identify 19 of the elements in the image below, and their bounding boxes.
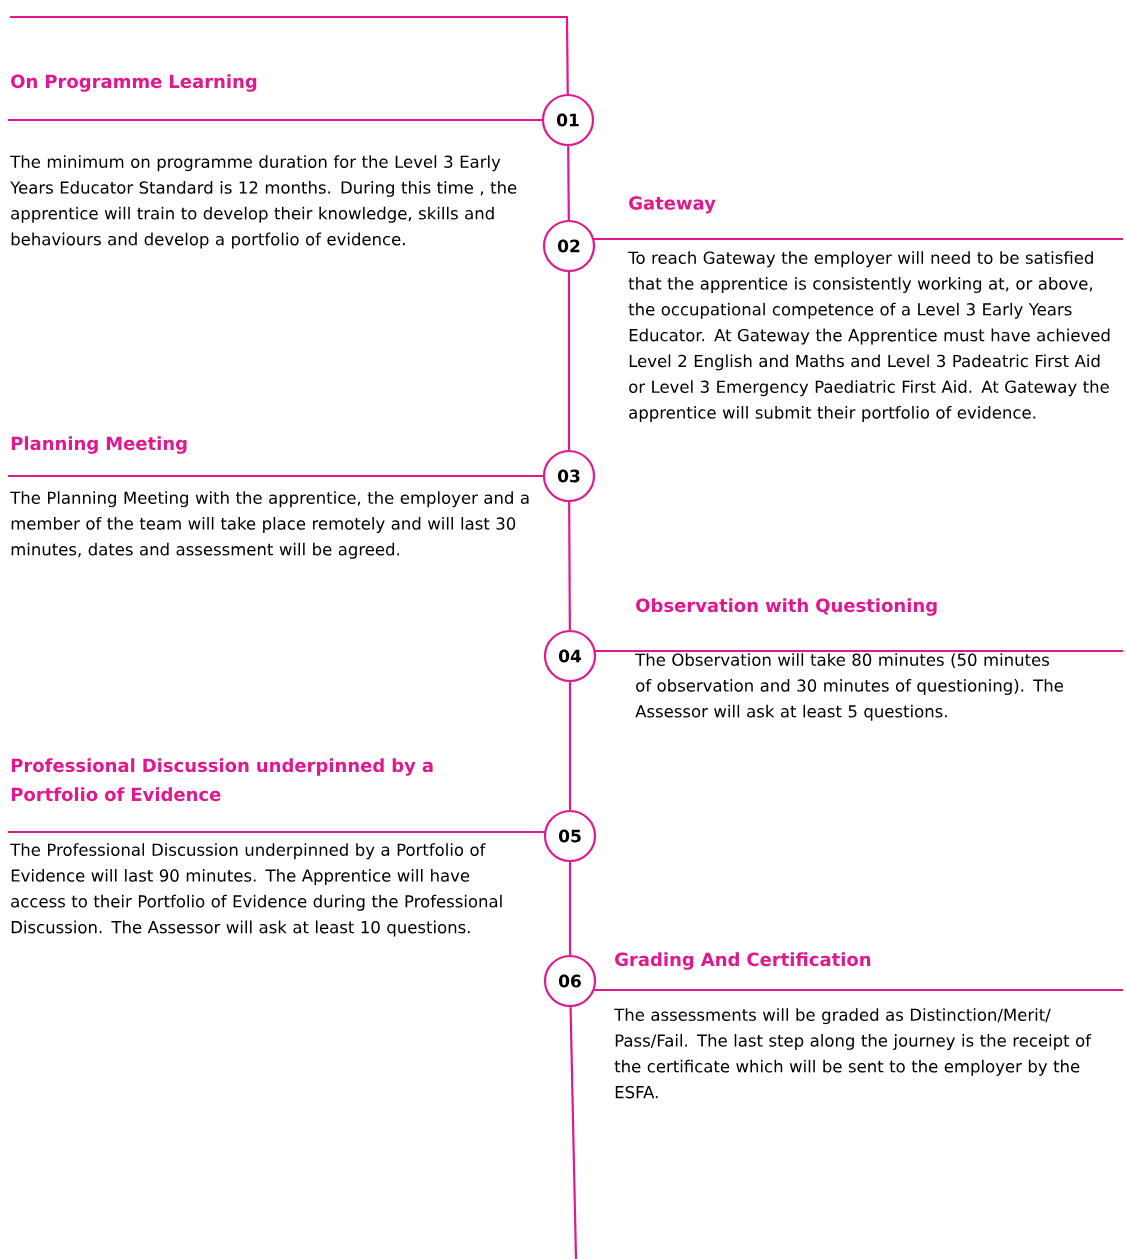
step-heading: Gateway [629,196,716,214]
step-description: The Professional Discussion underpinned by a Portfolio of Evidence will last 90 minutes. The Apprentice will have access to their Portfolio of Evidence during the Professional Discussion. The Assessor will ask at least 10 questions. [10,843,502,937]
step-heading: Grading And Certification [615,952,871,970]
step-heading: Professional Discussion underpinned by a Portfolio of Evidence [11,758,433,802]
step-description: The Observation will take 80 minutes (50 minutes of observation and 30 minutes of questioning). The Assessor will ask at least 5 questions. [635,653,1063,721]
step-heading: Observation with Questioning [636,598,937,616]
step-description: The minimum on programme duration for the Level 3 Early Years Educator Standard is 12 months. During this time , the apprentice will train to develop their knowledge, skills and behaviours and develop a portfolio of evidence. [10,155,517,249]
step-description: To reach Gateway the employer will need to be satisfied that the apprentice is consistently working at, or above, the occupational competence of a Level 3 Early Years Educator. At Gateway the Apprentice must have achieved Level 2 English and Maths and Level 3 Padeatric First Aid or Level 3 Emergency Paediatric First Aid. At Gateway the apprentice will submit their portfolio of evidence. [628,251,1110,422]
step-heading: On Programme Learning [11,74,257,92]
timeline-line [568,682,572,810]
timeline-line [10,15,569,94]
timeline-line [569,1007,578,1259]
timeline-line [567,272,571,450]
timeline-line [568,502,571,630]
step-description: The Planning Meeting with the apprentice, the employer and a member of the team will take place remotely and will last 30 minutes, dates and assessment will be agreed. [10,491,529,559]
timeline-line [568,862,572,955]
step-description: The assessments will be graded as Distinction/Merit/ Pass/Fail. The last step along the journey is the receipt of the certificate which will be sent to the employer by the ESFA. [614,1008,1092,1099]
timeline-line [567,146,570,220]
step-heading: Planning Meeting [11,436,187,454]
